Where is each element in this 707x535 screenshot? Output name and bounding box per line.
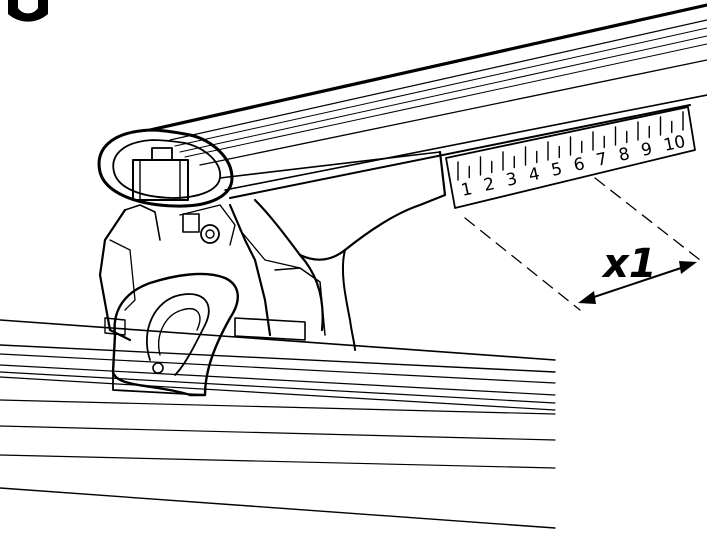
- scale-label: 10: [662, 132, 687, 156]
- scale-ticks: [457, 111, 684, 181]
- scale-label: 3: [504, 169, 519, 191]
- scale-label: 1: [459, 179, 474, 201]
- step-number-badge: [8, 0, 48, 22]
- scale-label: 7: [594, 149, 609, 171]
- scale-label: 2: [482, 174, 497, 196]
- scale-label: 5: [549, 159, 564, 181]
- mounting-clamp: [111, 272, 239, 397]
- scale-label: 8: [617, 144, 632, 166]
- scale-label: 6: [572, 154, 587, 176]
- rack-foot: [98, 150, 447, 351]
- crossbar: [97, 3, 707, 208]
- measurement-label: x1: [601, 241, 657, 287]
- dimension-arrow: [578, 261, 697, 304]
- scale-label: 4: [527, 164, 542, 186]
- roof-rail: [0, 319, 556, 529]
- scale-label: 9: [639, 139, 654, 161]
- dimension-guides: [464, 177, 701, 311]
